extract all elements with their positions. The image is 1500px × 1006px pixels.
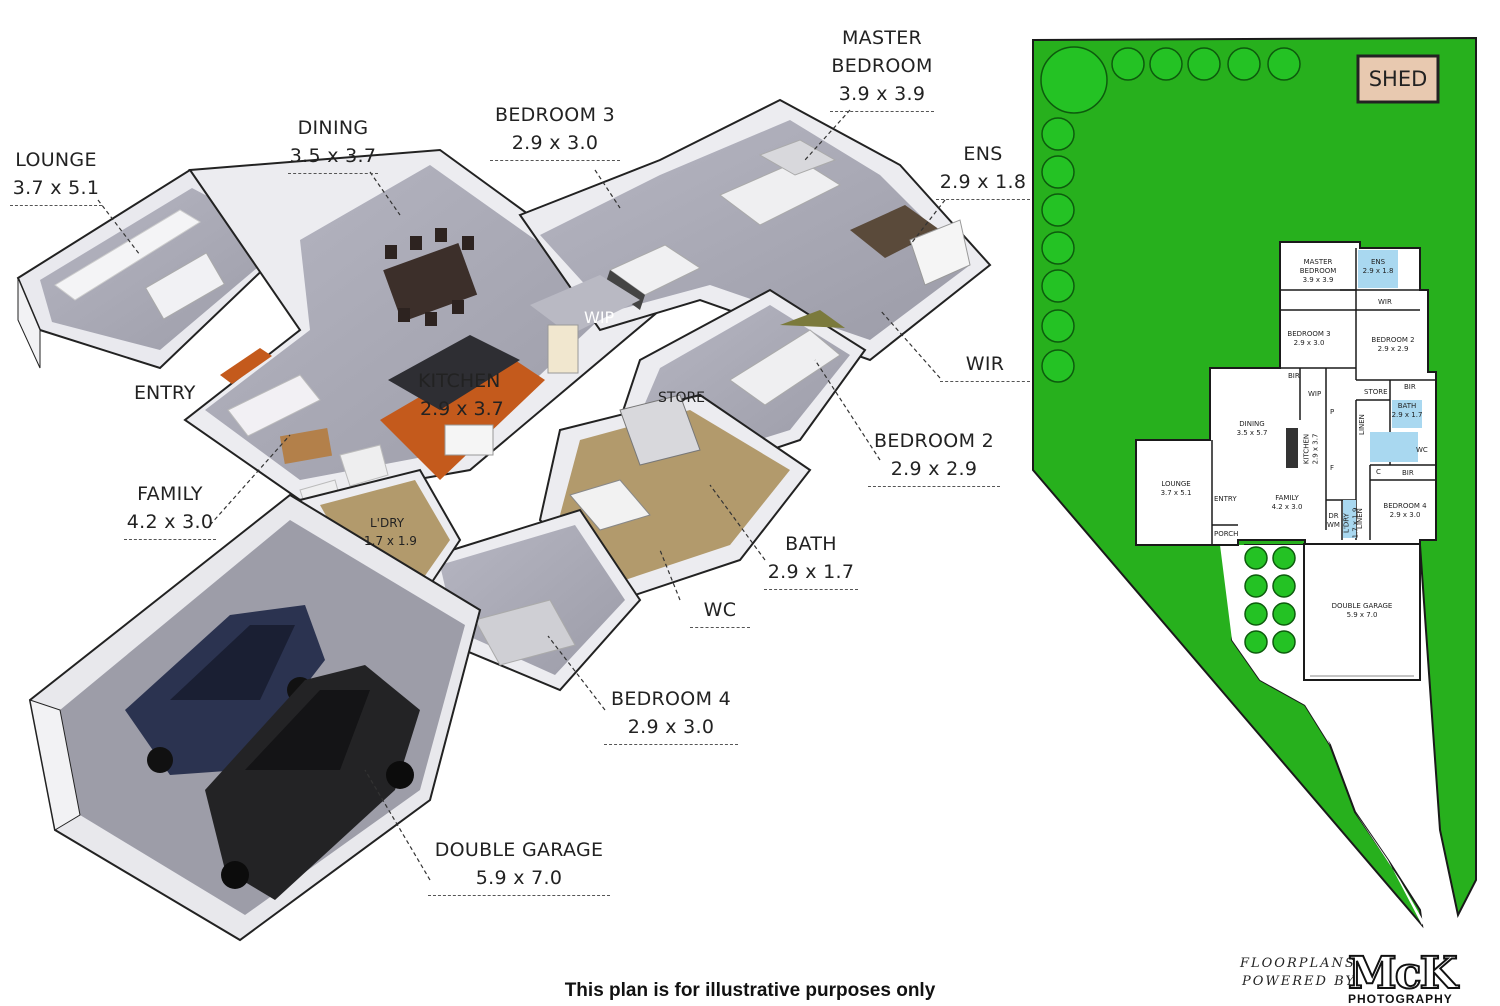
dims-bath: 2.9 x 1.7 bbox=[767, 561, 855, 583]
dims-bedroom2: 2.9 x 2.9 bbox=[890, 458, 978, 480]
label-master-line1: MASTER bbox=[841, 27, 923, 49]
site-label-kitchen: KITCHEN 2.9 x 3.7 bbox=[1302, 433, 1320, 465]
label-bath: BATH bbox=[785, 533, 837, 555]
callout-bedroom2: BEDROOM 2 2.9 x 2.9 bbox=[868, 427, 1000, 487]
dims-bedroom3: 2.9 x 3.0 bbox=[511, 132, 599, 154]
label-kitchen: KITCHEN bbox=[418, 370, 501, 392]
site-garage bbox=[1303, 543, 1421, 681]
label-master-line2: BEDROOM bbox=[831, 55, 933, 77]
dims-kitchen: 2.9 x 3.7 bbox=[420, 398, 504, 420]
site-label-p: P bbox=[1330, 408, 1335, 416]
brand-logo-sub: PHOTOGRAPHY bbox=[1348, 992, 1453, 1006]
callout-bedroom4: BEDROOM 4 2.9 x 3.0 bbox=[604, 685, 738, 745]
site-label-store: STORE bbox=[1364, 388, 1388, 396]
site-label-linen-1: LINEN bbox=[1357, 414, 1366, 435]
callout-bedroom3: BEDROOM 3 2.9 x 3.0 bbox=[490, 101, 620, 161]
credit-line1: FLOORPLANS bbox=[1240, 956, 1356, 971]
site-label-bedroom2: BEDROOM 2 2.9 x 2.9 bbox=[1371, 336, 1415, 353]
label-wir: WIR bbox=[965, 353, 1005, 375]
trees bbox=[1040, 46, 1301, 654]
callout-family: FAMILY 4.2 x 3.0 bbox=[124, 480, 216, 540]
site-label-ens: ENS 2.9 x 1.8 bbox=[1362, 258, 1394, 275]
dims-garage: 5.9 x 7.0 bbox=[475, 867, 563, 889]
label-laundry: L'DRY bbox=[370, 516, 405, 530]
site-label-bir-1: BIR bbox=[1288, 372, 1300, 380]
label-ens: ENS bbox=[963, 143, 1003, 165]
dims-master: 3.9 x 3.9 bbox=[838, 83, 926, 105]
callout-ens: ENS 2.9 x 1.8 bbox=[936, 140, 1030, 200]
site-label-dining: DINING 3.5 x 5.7 bbox=[1236, 420, 1268, 437]
dims-laundry: 1.7 x 1.9 bbox=[364, 534, 417, 548]
car-black bbox=[205, 665, 420, 900]
callout-wc: WC bbox=[690, 596, 750, 628]
dims-ens: 2.9 x 1.8 bbox=[939, 171, 1027, 193]
label-bedroom3: BEDROOM 3 bbox=[494, 104, 615, 126]
callout-wir: WIR bbox=[940, 350, 1030, 382]
credit-line2: POWERED BY bbox=[1242, 974, 1356, 989]
callout-lounge: LOUNGE 3.7 x 5.1 bbox=[10, 146, 102, 206]
label-family: FAMILY bbox=[137, 483, 203, 505]
dims-bedroom4: 2.9 x 3.0 bbox=[627, 716, 715, 738]
site-label-garage: DOUBLE GARAGE 5.9 x 7.0 bbox=[1331, 602, 1393, 619]
site-label-bir-3: BIR bbox=[1402, 469, 1414, 477]
callout-bath: BATH 2.9 x 1.7 bbox=[764, 530, 858, 590]
label-bedroom2: BEDROOM 2 bbox=[873, 430, 994, 452]
label-wip: WIP bbox=[584, 308, 615, 327]
callout-master: MASTER BEDROOM 3.9 x 3.9 bbox=[830, 24, 934, 112]
site-label-bedroom3: BEDROOM 3 2.9 x 3.0 bbox=[1287, 330, 1331, 347]
room-bedroom2-bath-3d bbox=[418, 288, 867, 692]
label-lounge: LOUNGE bbox=[15, 149, 97, 171]
label-store: STORE bbox=[658, 390, 706, 406]
brand-logo: McK bbox=[1347, 948, 1459, 999]
label-dining: DINING bbox=[297, 117, 369, 139]
site-label-master: MASTER BEDROOM 3.9 x 3.9 bbox=[1299, 258, 1337, 284]
room-bedroom-wing-3d bbox=[518, 98, 992, 374]
callout-dining: DINING 3.5 x 3.7 bbox=[288, 114, 378, 174]
site-label-wc: WC bbox=[1416, 446, 1428, 454]
site-label-linen-2: LINEN bbox=[1355, 508, 1364, 529]
dims-lounge: 3.7 x 5.1 bbox=[12, 177, 100, 199]
shed-label: SHED bbox=[1368, 67, 1428, 91]
label-bedroom4: BEDROOM 4 bbox=[610, 688, 731, 710]
site-label-family: FAMILY 4.2 x 3.0 bbox=[1271, 494, 1303, 511]
site-label-lounge: LOUNGE 3.7 x 5.1 bbox=[1160, 480, 1192, 497]
site-label-entry: ENTRY bbox=[1214, 495, 1237, 503]
site-label-bir-2: BIR bbox=[1404, 383, 1416, 391]
site-label-c: C bbox=[1376, 468, 1381, 476]
dims-dining: 3.5 x 3.7 bbox=[289, 145, 377, 167]
site-label-bath: BATH 2.9 x 1.7 bbox=[1391, 402, 1423, 419]
label-wc: WC bbox=[703, 599, 737, 621]
site-label-porch: PORCH bbox=[1214, 530, 1239, 538]
dims-family: 4.2 x 3.0 bbox=[126, 511, 214, 533]
site-label-wip: WIP bbox=[1308, 390, 1322, 398]
label-entry: ENTRY bbox=[134, 382, 196, 404]
label-garage: DOUBLE GARAGE bbox=[434, 839, 604, 861]
credit-block: FLOORPLANS POWERED BY McK PHOTOGRAPHY bbox=[1236, 948, 1486, 1006]
room-garage-3d bbox=[28, 493, 482, 942]
site-label-wir: WIR bbox=[1378, 298, 1392, 306]
disclaimer-text: This plan is for illustrative purposes o… bbox=[564, 980, 936, 1001]
site-label-bedroom4: BEDROOM 4 2.9 x 3.0 bbox=[1383, 502, 1427, 519]
site-label-dr: DR WM bbox=[1327, 512, 1340, 529]
leader-lines bbox=[97, 109, 946, 881]
callout-garage: DOUBLE GARAGE 5.9 x 7.0 bbox=[428, 836, 610, 896]
site-label-f: F bbox=[1330, 464, 1335, 472]
shed bbox=[1356, 54, 1440, 104]
